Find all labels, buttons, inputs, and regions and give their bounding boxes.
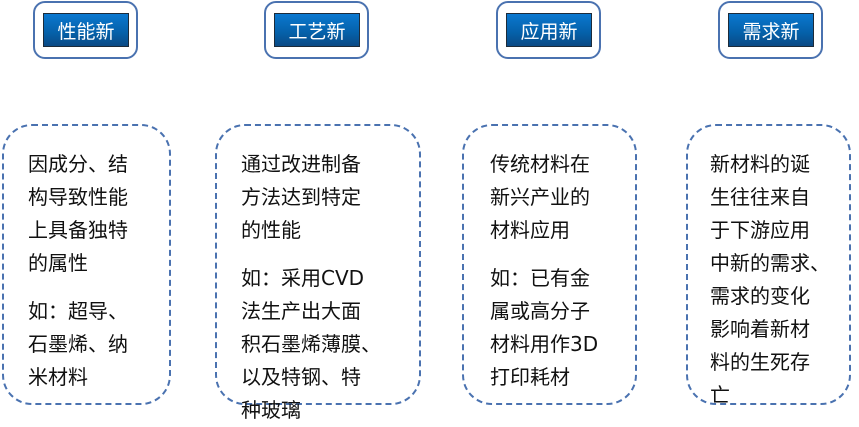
header-label: 应用新 <box>506 13 592 47</box>
card-performance: 因成分、结构导致性能上具备独特的属性如：超导、石墨烯、纳米材料 <box>2 124 171 405</box>
card-text-line: 种玻璃 <box>241 398 301 422</box>
header-label: 工艺新 <box>274 13 360 47</box>
card-text-line: 以及特钢、特 <box>241 365 361 389</box>
card-text-line: 需求的变化 <box>710 284 810 308</box>
card-text-line: 如：已有金 <box>490 266 590 290</box>
card-text-line: 传统材料在 <box>490 152 590 176</box>
card-demand: 新材料的诞生往往来自于下游应用中新的需求、需求的变化影响着新材料的生死存亡 <box>686 124 851 407</box>
card-text-line: 的性能 <box>241 218 301 242</box>
card-text-line: 材料用作3D <box>490 332 599 356</box>
card-text-line: 法生产出大面 <box>241 299 361 323</box>
card-text-line: 生往往来自 <box>710 185 810 209</box>
card-paragraph: 如：超导、石墨烯、纳米材料 <box>28 295 155 394</box>
card-process: 通过改进制备方法达到特定的性能如：采用CVD 法生产出大面积石墨烯薄膜、以及特钢、… <box>215 124 421 422</box>
card-text-line: 打印耗材 <box>490 365 570 389</box>
card-text-line: 如：采用CVD <box>241 266 365 290</box>
card-text-line: 属或高分子 <box>490 299 590 323</box>
card-text-line: 新材料的诞 <box>710 152 810 176</box>
header-application: 应用新 <box>496 1 601 59</box>
card-text-line: 通过改进制备 <box>241 152 361 176</box>
card-text-line: 积石墨烯薄膜、 <box>241 332 381 356</box>
card-text-line: 方法达到特定 <box>241 185 361 209</box>
card-text-line: 中新的需求、 <box>710 251 830 275</box>
card-text-line: 上具备独特 <box>28 218 128 242</box>
card-paragraph: 因成分、结构导致性能上具备独特的属性 <box>28 148 155 280</box>
header-performance: 性能新 <box>33 1 138 59</box>
card-paragraph: 新材料的诞生往往来自于下游应用中新的需求、需求的变化影响着新材料的生死存亡 <box>710 148 835 412</box>
header-process: 工艺新 <box>264 1 369 59</box>
card-text-line: 因成分、结 <box>28 152 128 176</box>
card-paragraph: 传统材料在新兴产业的材料应用 <box>490 148 621 247</box>
card-application: 传统材料在新兴产业的材料应用如：已有金属或高分子材料用作3D 打印耗材 <box>462 124 637 405</box>
header-demand: 需求新 <box>718 1 823 59</box>
card-text-line: 亡 <box>710 383 730 407</box>
card-text-line: 米材料 <box>28 365 88 389</box>
card-paragraph: 如：已有金属或高分子材料用作3D 打印耗材 <box>490 262 621 394</box>
card-text-line: 构导致性能 <box>28 185 128 209</box>
card-text-line: 的属性 <box>28 251 88 275</box>
header-label: 需求新 <box>728 13 814 47</box>
card-paragraph: 通过改进制备方法达到特定的性能 <box>241 148 405 247</box>
card-text-line: 于下游应用 <box>710 218 810 242</box>
card-text-line: 石墨烯、纳 <box>28 332 128 356</box>
header-label: 性能新 <box>43 13 129 47</box>
card-paragraph: 如：采用CVD 法生产出大面积石墨烯薄膜、以及特钢、特种玻璃 <box>241 262 405 427</box>
card-text-line: 料的生死存 <box>710 350 810 374</box>
card-text-line: 影响着新材 <box>710 317 810 341</box>
card-text-line: 如：超导、 <box>28 299 128 323</box>
card-text-line: 新兴产业的 <box>490 185 590 209</box>
card-text-line: 材料应用 <box>490 218 570 242</box>
